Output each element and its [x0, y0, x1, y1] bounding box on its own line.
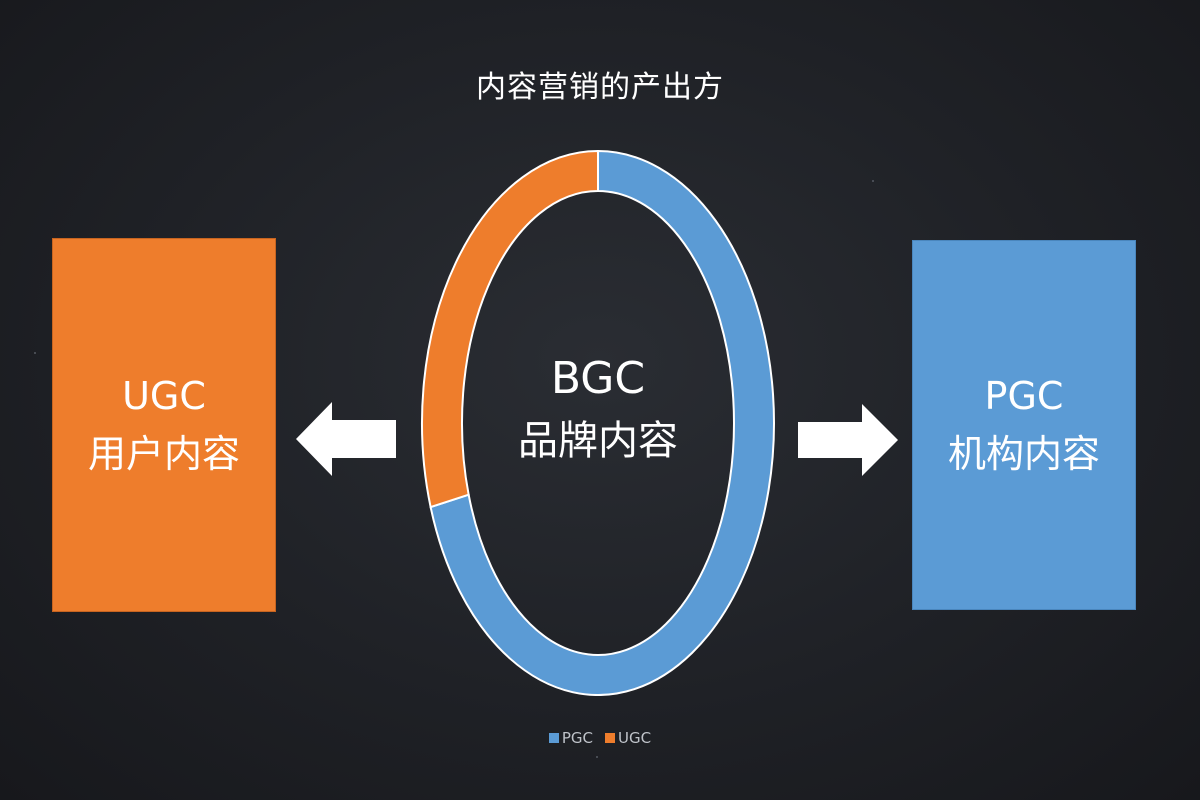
ugc-box: UGC 用户内容	[52, 238, 276, 612]
legend-swatch-ugc	[605, 733, 616, 743]
donut-chart	[421, 150, 775, 696]
ugc-box-label: 用户内容	[87, 432, 240, 476]
background-speck	[596, 756, 598, 758]
legend-label-pgc: PGC	[561, 729, 594, 747]
background-speck	[872, 180, 874, 182]
diagram-title: 内容营销的产出方	[476, 70, 724, 105]
left-arrow-icon	[296, 402, 396, 476]
donut-slice-pgc	[429, 150, 775, 696]
background-speck	[34, 352, 36, 354]
legend-item-ugc: UGC	[605, 729, 651, 747]
legend-item-pgc: PGC	[548, 729, 594, 747]
bgc-code: BGC	[550, 353, 646, 404]
right-arrow-icon	[798, 404, 898, 476]
pgc-box: PGC 机构内容	[912, 240, 1136, 610]
chart-legend: PGC UGC	[0, 729, 1200, 747]
pgc-box-code: PGC	[984, 374, 1064, 418]
donut-slice-ugc	[421, 150, 599, 509]
bgc-label: 品牌内容	[518, 418, 678, 464]
donut-center-label: BGC 品牌内容	[420, 348, 776, 472]
pgc-box-label: 机构内容	[947, 432, 1100, 476]
legend-label-ugc: UGC	[618, 729, 652, 747]
ugc-box-code: UGC	[122, 374, 206, 418]
legend-swatch-pgc	[548, 733, 559, 743]
